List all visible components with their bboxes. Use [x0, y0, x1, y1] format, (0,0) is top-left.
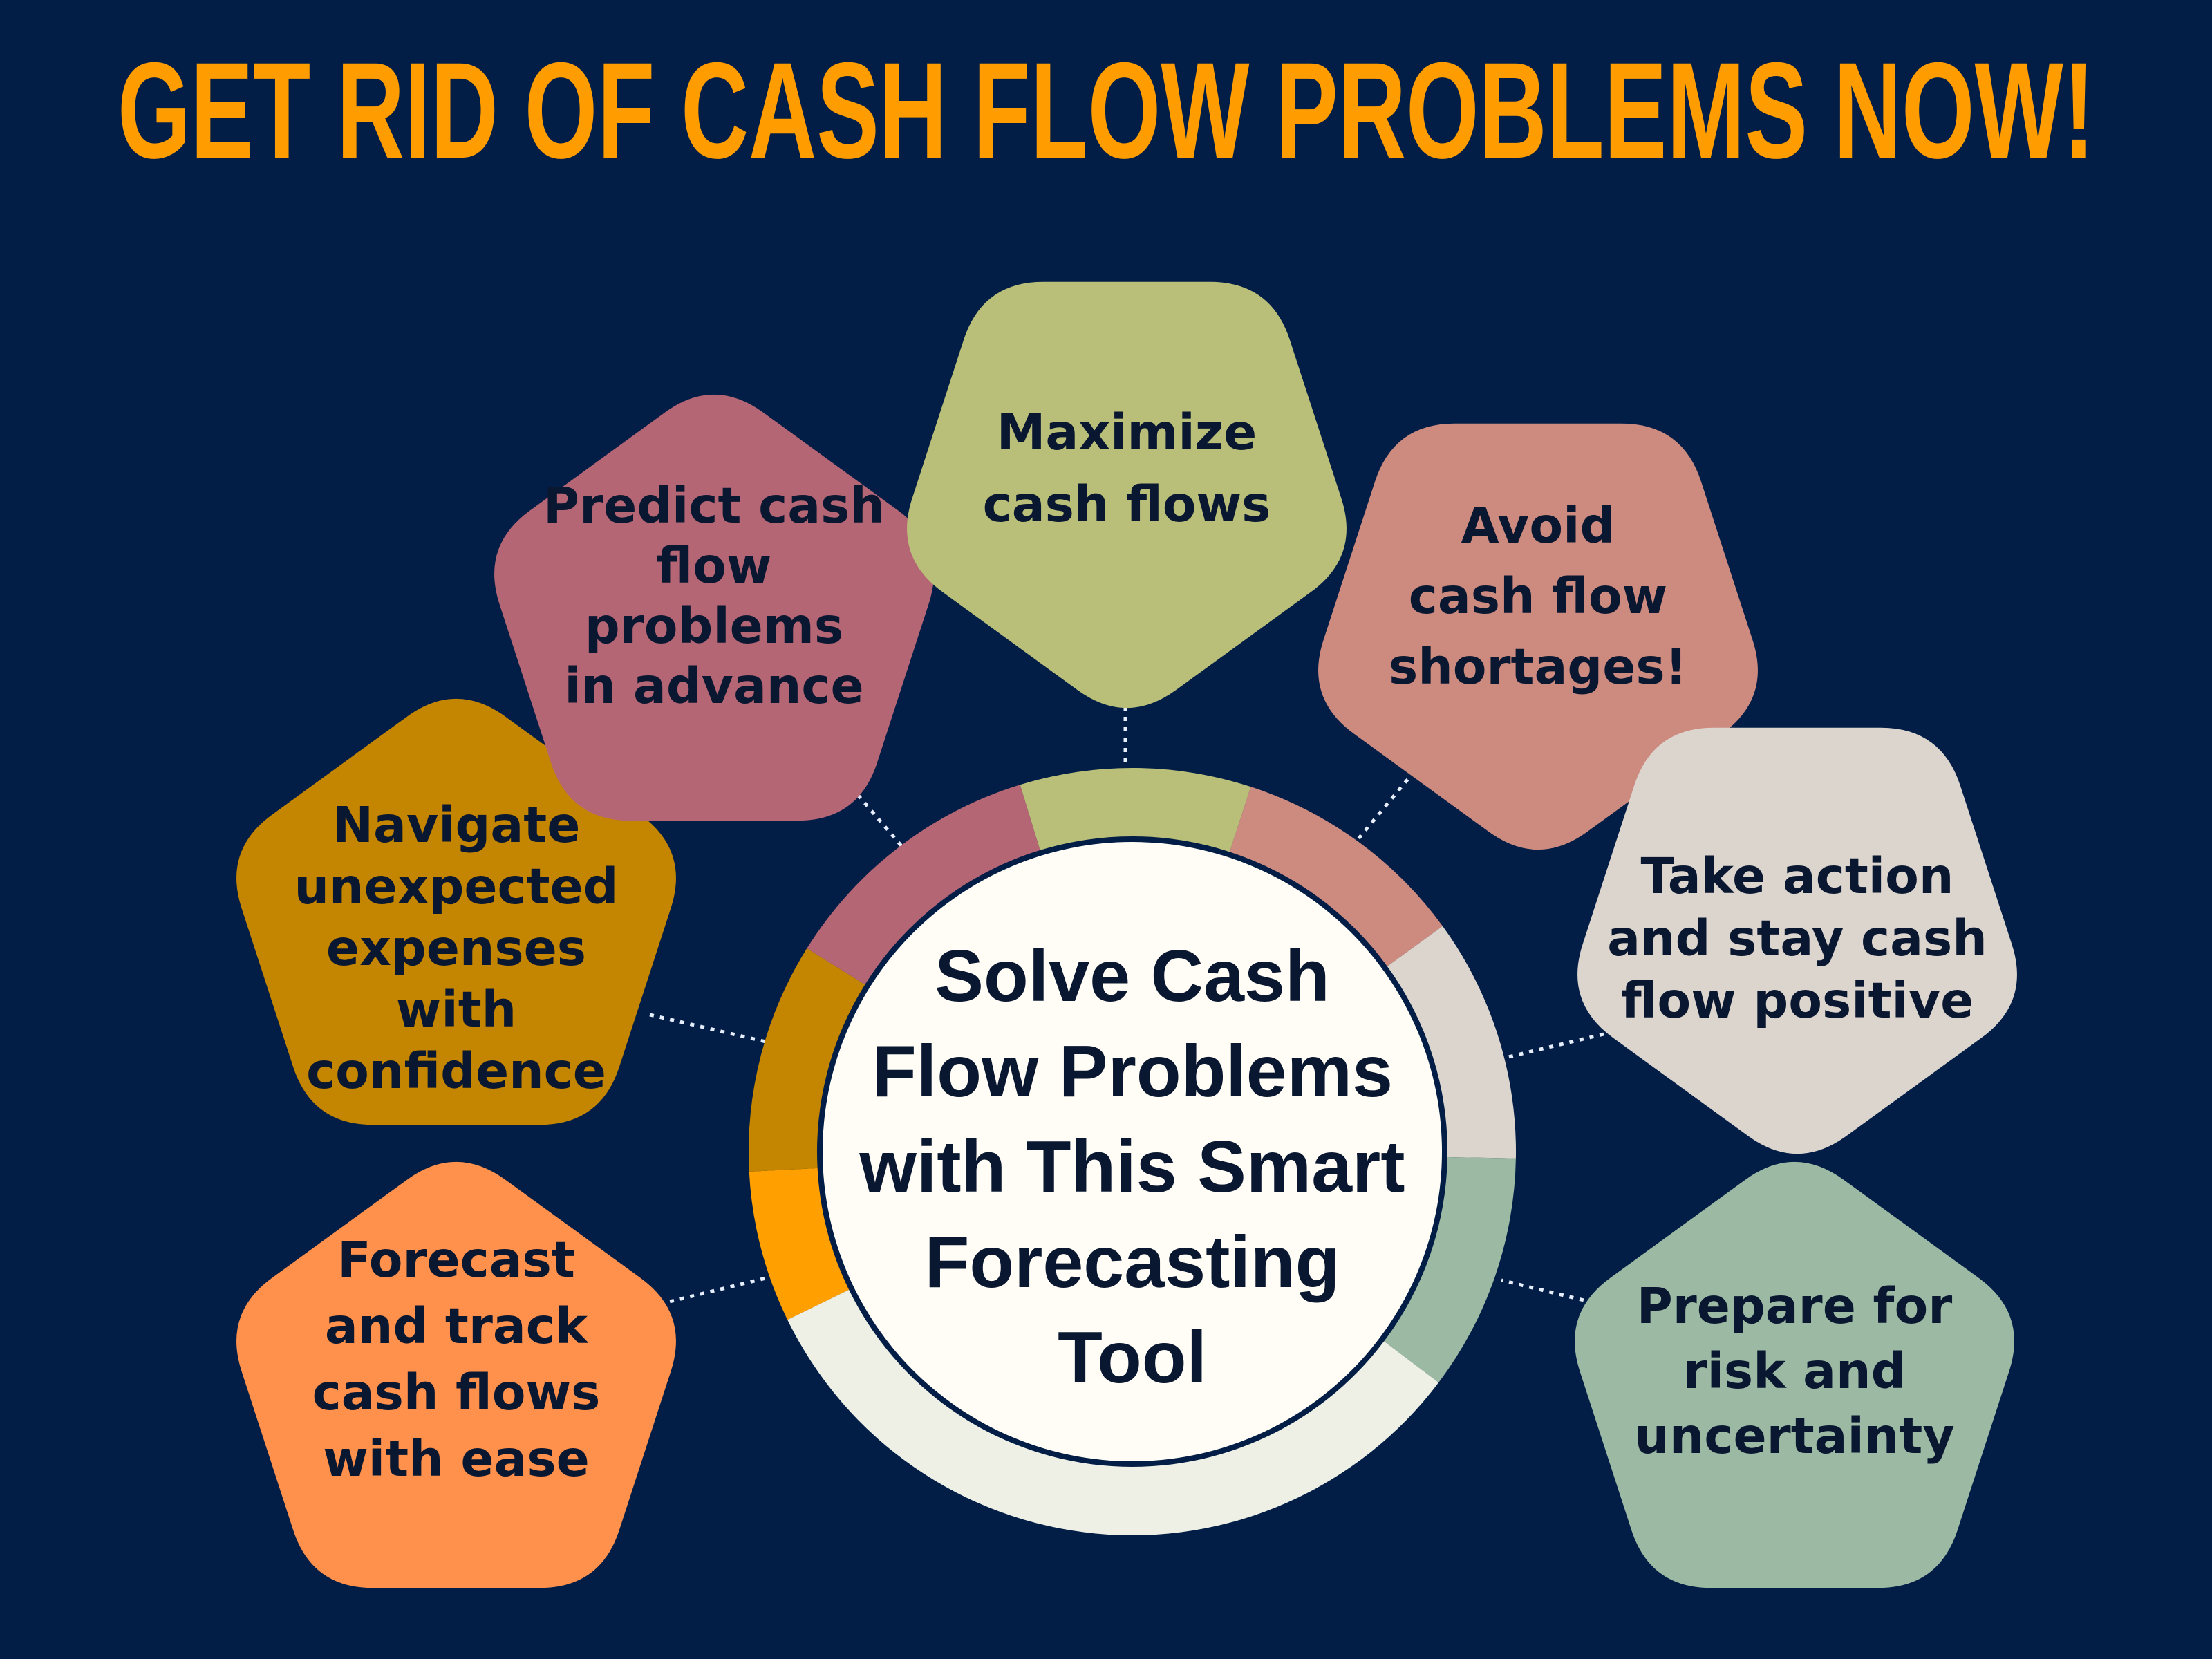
- node-label-line: problems: [585, 597, 843, 655]
- node-label-line: Prepare for: [1637, 1277, 1953, 1335]
- center-label-line: with This Smart: [859, 1126, 1405, 1208]
- pentagon-shape: [1577, 727, 2017, 1154]
- node-label-line: cash flows: [983, 476, 1271, 533]
- node-label-line: Forecast: [337, 1231, 575, 1288]
- pentagon-shape: [236, 698, 676, 1125]
- pentagon-shape: [907, 281, 1347, 709]
- node-label-line: Maximize: [997, 404, 1257, 461]
- node-maximize: Maximize cash flows: [907, 281, 1347, 709]
- center-label-line: Tool: [1058, 1317, 1207, 1398]
- connector-line: [1352, 770, 1416, 846]
- ring-segment: [1384, 1156, 1516, 1383]
- node-label-line: shortages!: [1389, 638, 1687, 695]
- node-label-line: with: [396, 981, 516, 1038]
- node-label-line: Avoid: [1461, 497, 1615, 554]
- connector-line: [649, 1275, 769, 1309]
- node-label-line: with ease: [323, 1430, 590, 1488]
- node-label-line: and track: [325, 1297, 589, 1355]
- connector-line: [1505, 1032, 1604, 1060]
- node-label-line: and stay cash: [1607, 910, 1987, 967]
- node-forecast: Forecast and track cash flows with ease: [236, 1161, 676, 1588]
- node-label-line: in advance: [564, 657, 863, 715]
- node-label-line: cash flow: [1409, 568, 1668, 625]
- pentagon-shape: [494, 394, 934, 821]
- node-label-line: unexpected: [294, 858, 618, 915]
- node-prepare: Prepare for risk and uncertainty: [1575, 1161, 2014, 1588]
- node-label-line: risk and: [1683, 1342, 1906, 1400]
- center-circle: [823, 842, 1442, 1461]
- node-label-line: confidence: [306, 1042, 606, 1100]
- node-label-line: Navigate: [332, 796, 581, 854]
- center-label-line: Flow Problems: [872, 1031, 1393, 1112]
- ring-segment: [807, 785, 1040, 985]
- pentagon-shape: [1575, 1161, 2014, 1588]
- connector-line: [649, 1013, 769, 1044]
- node-label-line: cash flows: [312, 1364, 601, 1421]
- ring-segment: [1229, 787, 1443, 966]
- node-label-line: flow positive: [1621, 972, 1974, 1029]
- pentagon-shape: [236, 1161, 676, 1588]
- connector-line: [1501, 1278, 1604, 1307]
- node-label-line: flow: [657, 537, 772, 594]
- node-avoid: Avoid cash flow shortages!: [1318, 423, 1758, 850]
- ring-segment: [787, 1289, 1439, 1535]
- connectors: [649, 686, 1604, 1309]
- node-label-line: uncertainty: [1634, 1407, 1954, 1465]
- node-label-line: expenses: [326, 919, 586, 977]
- pentagon-shape: [1318, 423, 1758, 850]
- ring-segment: [749, 948, 865, 1172]
- ring-segment: [749, 1168, 850, 1320]
- center-label-line: Forecasting: [925, 1221, 1340, 1303]
- page-title: GET RID OF CASH FLOW PROBLEMS NOW!: [118, 34, 2094, 187]
- node-label-line: Predict cash: [543, 477, 885, 534]
- ring-segment: [1020, 768, 1251, 852]
- benefit-nodes: Forecast and track cash flows with ease Navi…: [236, 281, 2017, 1588]
- node-label-line: Take action: [1641, 847, 1954, 905]
- center-ring: [749, 768, 1516, 1535]
- ring-segment: [1387, 926, 1516, 1159]
- connector-line: [836, 770, 904, 849]
- center-label-line: Solve Cash: [935, 935, 1329, 1017]
